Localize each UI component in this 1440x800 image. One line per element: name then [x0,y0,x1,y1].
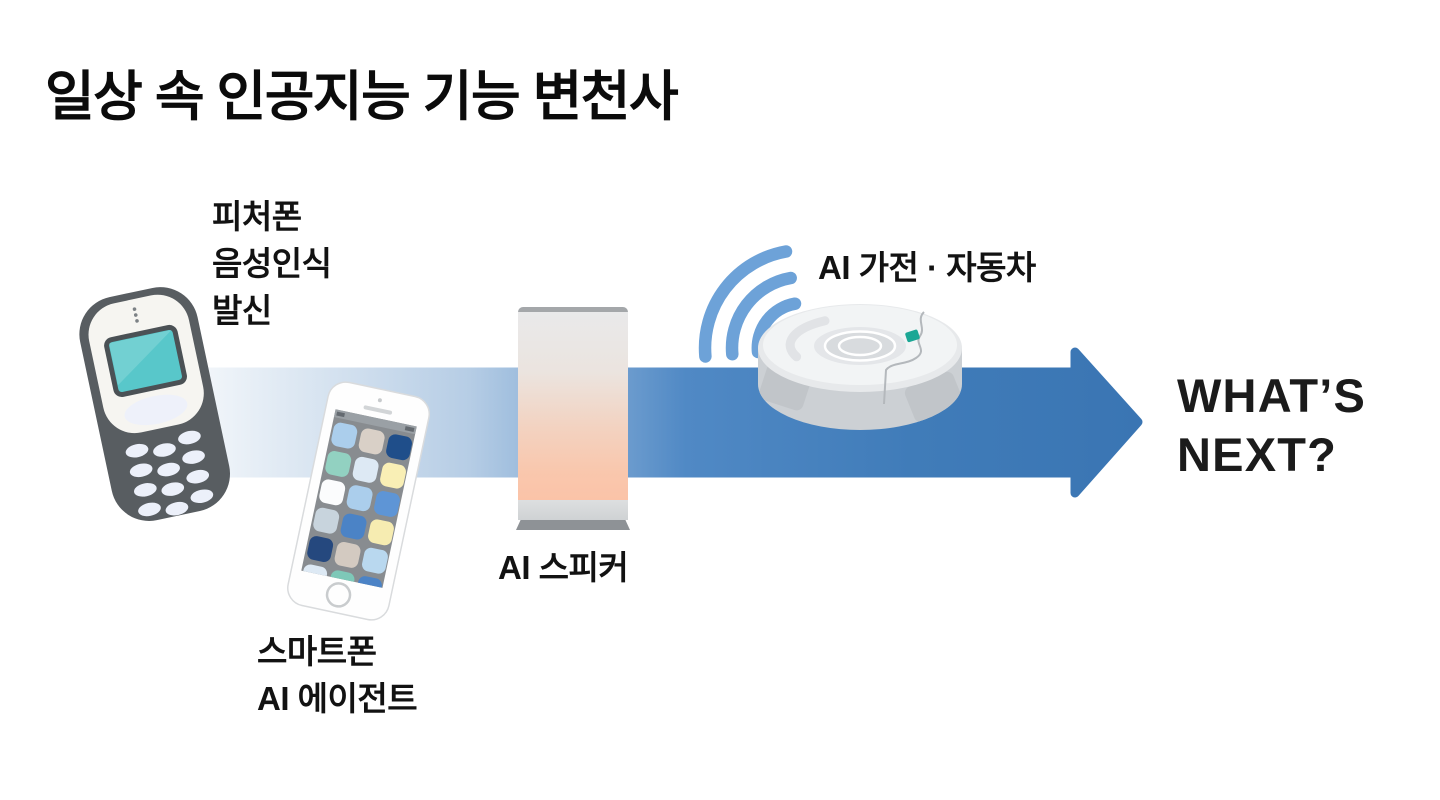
home-button-icon [325,582,352,608]
label-line: 음성인식 [212,245,332,282]
robot-vacuum-illustration [758,304,962,430]
label-ai-speaker: AI 스피커 [498,544,629,591]
speaker-foot [516,520,630,530]
front-camera-icon [377,398,382,403]
label-smartphone: 스마트폰 AI 에이전트 [257,628,418,722]
wifi-signal-icon [698,245,802,363]
status-bar [333,409,417,435]
label-ai-appliance-car: AI 가전 · 자동차 [818,244,1036,291]
feature-phone-illustration [79,287,231,521]
whats-next-label: WHAT’S NEXT? [1177,366,1366,484]
smart-speaker-illustration [516,307,630,530]
smartphone-illustration [287,381,430,621]
label-line: AI 가전 · 자동차 [818,249,1036,286]
whats-next-line: NEXT? [1177,428,1338,481]
speaker-base [518,500,628,520]
cover-seam-line [883,311,925,405]
speaker-top-rim [518,307,628,312]
page-title: 일상 속 인공지능 기능 변천사 [45,67,679,127]
label-feature-phone: 피처폰 음성인식 발신 [212,193,332,334]
label-line: AI 스피커 [498,549,629,586]
earpiece-dots-icon [132,307,139,323]
label-line: 피처폰 [212,198,302,235]
label-line: 스마트폰 [257,633,377,670]
status-led-icon [905,329,920,343]
speaker-body [518,312,628,500]
label-line: AI 에이전트 [257,680,418,717]
label-line: 발신 [212,292,272,329]
speaker-slit-icon [363,405,393,415]
keypad-keys [125,430,214,517]
whats-next-line: WHAT’S [1177,369,1367,422]
